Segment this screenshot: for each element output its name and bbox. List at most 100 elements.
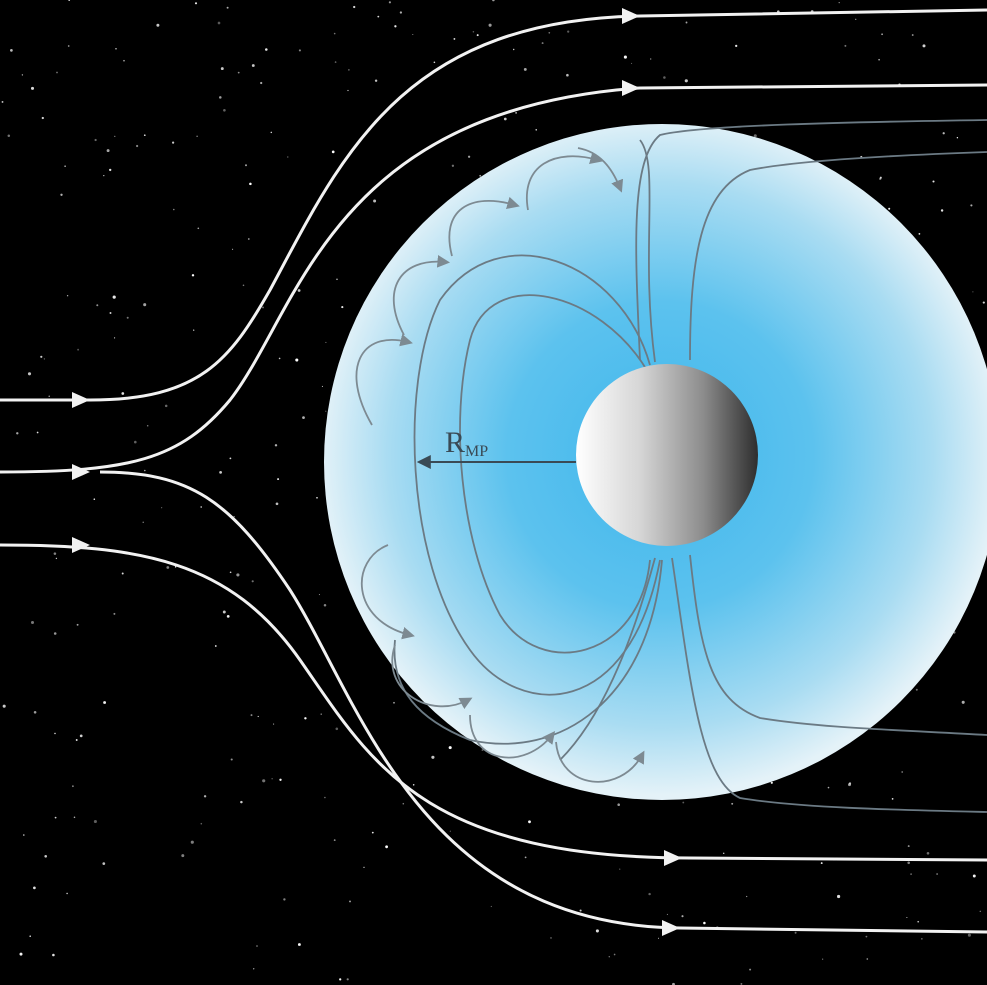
star bbox=[93, 819, 97, 824]
star bbox=[334, 61, 337, 63]
star bbox=[608, 956, 610, 958]
star bbox=[982, 301, 985, 304]
particle-spiral-lower-3 bbox=[469, 714, 556, 759]
star bbox=[302, 416, 305, 419]
star bbox=[226, 6, 229, 9]
star bbox=[476, 34, 479, 37]
star bbox=[770, 781, 773, 784]
star bbox=[371, 831, 374, 834]
star bbox=[377, 15, 380, 18]
star bbox=[265, 48, 268, 51]
star bbox=[295, 358, 299, 362]
star bbox=[746, 895, 748, 898]
field-line-tail-upper bbox=[635, 119, 987, 361]
star bbox=[277, 478, 280, 481]
star bbox=[932, 180, 935, 183]
star bbox=[524, 856, 527, 859]
star bbox=[75, 739, 78, 741]
star bbox=[304, 717, 307, 720]
star bbox=[297, 943, 301, 946]
star bbox=[347, 89, 349, 92]
star bbox=[67, 45, 70, 47]
particle-spiral-lower-1 bbox=[360, 544, 415, 640]
star bbox=[907, 845, 910, 848]
star bbox=[22, 834, 25, 836]
star bbox=[79, 734, 83, 738]
star bbox=[278, 357, 281, 360]
solar-wind-line-3 bbox=[0, 543, 987, 862]
star bbox=[273, 723, 275, 725]
star bbox=[363, 866, 365, 868]
star bbox=[613, 953, 616, 956]
star bbox=[682, 801, 685, 804]
field-line-tail-lower bbox=[689, 554, 987, 736]
star bbox=[901, 771, 904, 773]
flow-arrow-icon bbox=[622, 80, 640, 96]
star bbox=[219, 471, 222, 474]
star bbox=[123, 59, 125, 62]
star bbox=[134, 440, 137, 444]
star bbox=[722, 852, 725, 855]
star bbox=[942, 132, 945, 135]
star bbox=[271, 778, 273, 780]
star bbox=[274, 444, 278, 447]
star bbox=[333, 839, 336, 842]
star bbox=[7, 134, 11, 137]
solar-wind-line-2 bbox=[0, 83, 987, 474]
star bbox=[567, 30, 570, 33]
star bbox=[393, 701, 395, 704]
field-line-tail-lower-2 bbox=[671, 557, 987, 813]
star bbox=[349, 900, 351, 903]
star bbox=[287, 156, 289, 158]
star bbox=[126, 316, 129, 319]
flow-arrow-icon bbox=[662, 920, 680, 936]
star bbox=[197, 227, 200, 230]
star bbox=[53, 552, 57, 555]
star bbox=[249, 182, 252, 186]
star bbox=[918, 233, 921, 235]
star bbox=[279, 778, 282, 781]
star bbox=[488, 23, 492, 27]
star bbox=[891, 798, 894, 800]
star bbox=[433, 61, 436, 64]
star bbox=[451, 164, 455, 167]
star bbox=[256, 945, 258, 947]
star bbox=[298, 49, 301, 52]
star bbox=[749, 968, 752, 971]
star bbox=[374, 79, 378, 82]
star bbox=[16, 432, 19, 435]
star bbox=[166, 566, 170, 569]
star bbox=[448, 746, 452, 750]
star bbox=[888, 207, 891, 210]
star bbox=[161, 507, 163, 509]
star bbox=[232, 248, 234, 250]
star bbox=[837, 894, 841, 899]
star bbox=[66, 892, 68, 895]
star bbox=[472, 30, 475, 33]
star bbox=[681, 915, 684, 918]
star bbox=[684, 79, 688, 83]
star bbox=[394, 25, 397, 28]
star bbox=[219, 96, 222, 99]
star bbox=[961, 700, 965, 704]
radius-label-main: R bbox=[445, 426, 465, 459]
star bbox=[449, 830, 451, 832]
star bbox=[335, 727, 339, 731]
star bbox=[66, 295, 69, 297]
star bbox=[346, 978, 349, 981]
star bbox=[848, 782, 852, 785]
star bbox=[237, 71, 240, 74]
star bbox=[27, 372, 32, 376]
star bbox=[388, 1, 391, 4]
flow-arrow-icon bbox=[72, 537, 90, 553]
star bbox=[217, 21, 221, 25]
star bbox=[36, 431, 39, 434]
star bbox=[114, 135, 116, 138]
star bbox=[193, 329, 195, 331]
star bbox=[200, 506, 203, 508]
star bbox=[617, 803, 620, 806]
star bbox=[323, 603, 327, 607]
star bbox=[21, 74, 24, 76]
star bbox=[262, 306, 264, 309]
star bbox=[921, 938, 923, 940]
